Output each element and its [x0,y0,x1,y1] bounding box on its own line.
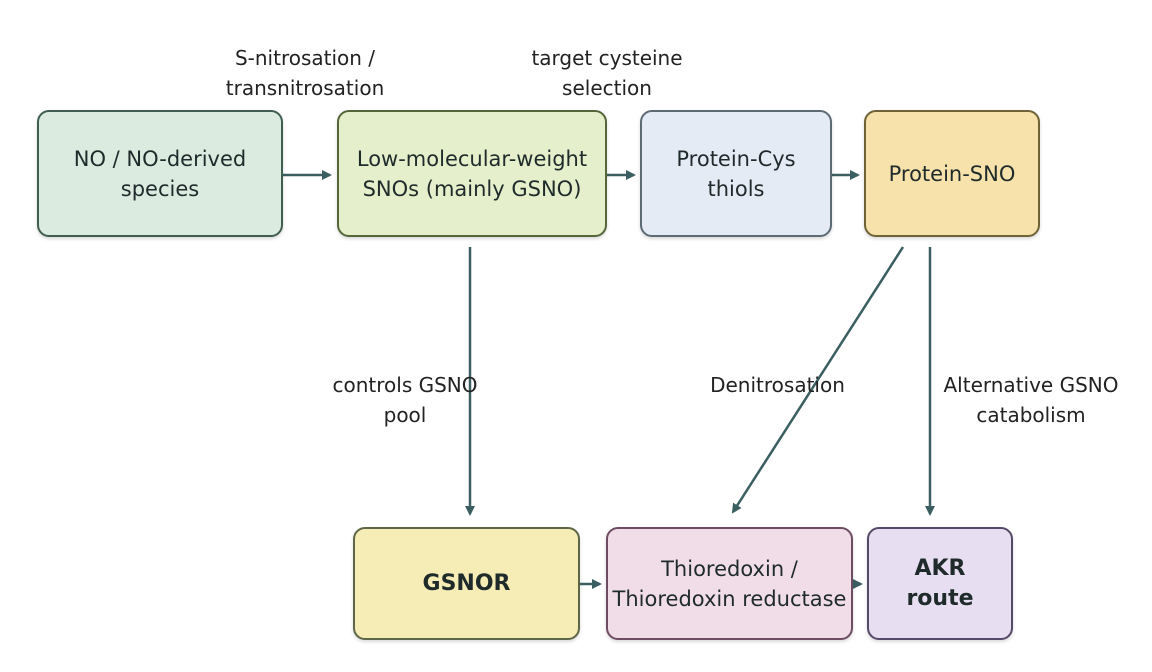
edge-label-controls-gsno: controls GSNO pool [332,373,478,427]
edge-label-alt-catabolism: Alternative GSNO catabolism [943,373,1119,427]
edge-label-target-cysteine: target cysteine selection [531,46,683,100]
node-akr-route: AKR route [867,527,1013,640]
node-lmw-snos: Low-molecular-weight SNOs (mainly GSNO) [337,110,607,237]
node-protein-cys-thiols: Protein-Cys thiols [640,110,832,237]
node-gsnor: GSNOR [353,527,580,640]
node-thioredoxin: Thioredoxin / Thioredoxin reductase [606,527,853,640]
node-protein-sno: Protein-SNO [864,110,1040,237]
edge-label-s-nitrosation: S-nitrosation / transnitrosation [225,46,385,100]
edge-label-denitrosation: Denitrosation [710,373,845,397]
edge-sno-to-trx [731,246,905,514]
node-no-species: NO / NO-derived species [37,110,283,237]
